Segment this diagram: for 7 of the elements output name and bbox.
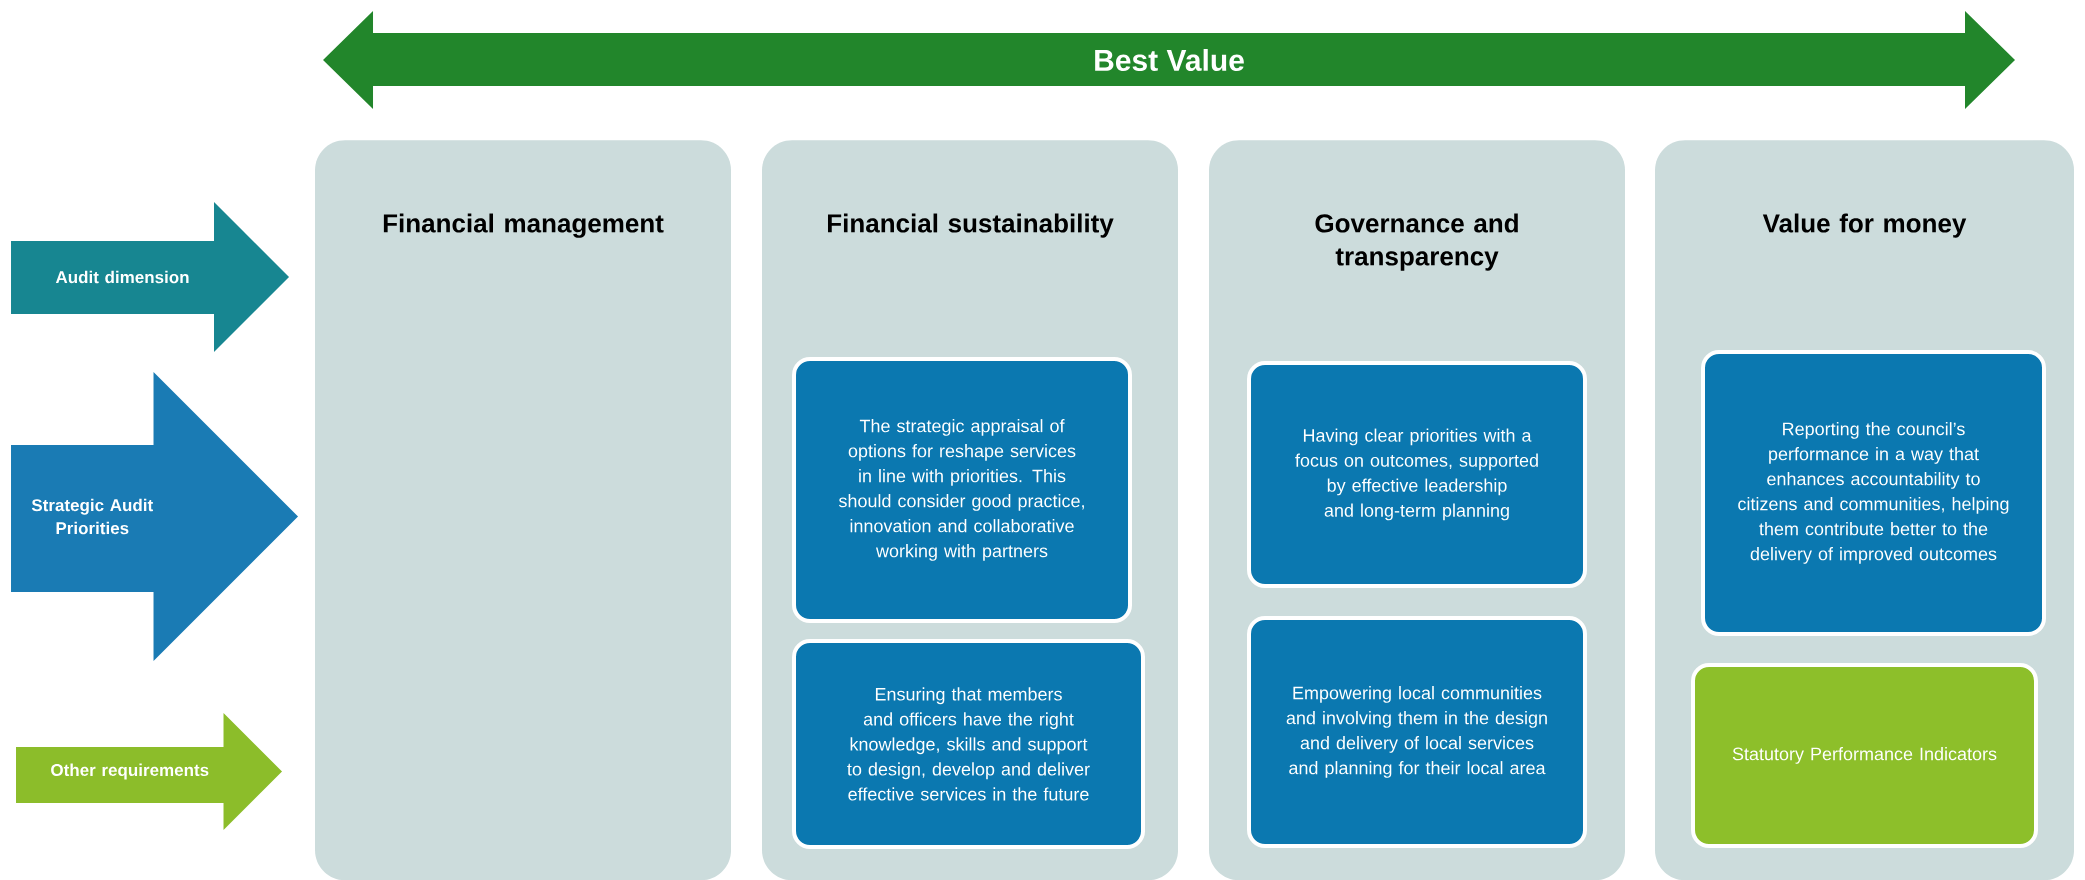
text-box: The strategic appraisal of options for reshape services in line with priorities. This should consider good practice, innovation and collaborative working with partners <box>792 357 1132 623</box>
requirement-box: Statutory Performance Indicators <box>1691 663 2038 848</box>
text-box: Having clear priorities with a focus on outcomes, supported by effective leadership and long-term planning <box>1247 361 1587 588</box>
text-box: Reporting the council’s performance in a way that enhances accountability to citizens and communities, helping them contribute better to the delivery of improved outcomes <box>1701 350 2046 636</box>
text-box: Ensuring that members and officers have the right knowledge, skills and support to design, develop and deliver effective services in the future <box>792 639 1145 849</box>
column-panel: Financial management <box>315 140 731 880</box>
text-box: Empowering local communities and involving them in the design and delivery of local services and planning for their local area <box>1247 616 1587 848</box>
